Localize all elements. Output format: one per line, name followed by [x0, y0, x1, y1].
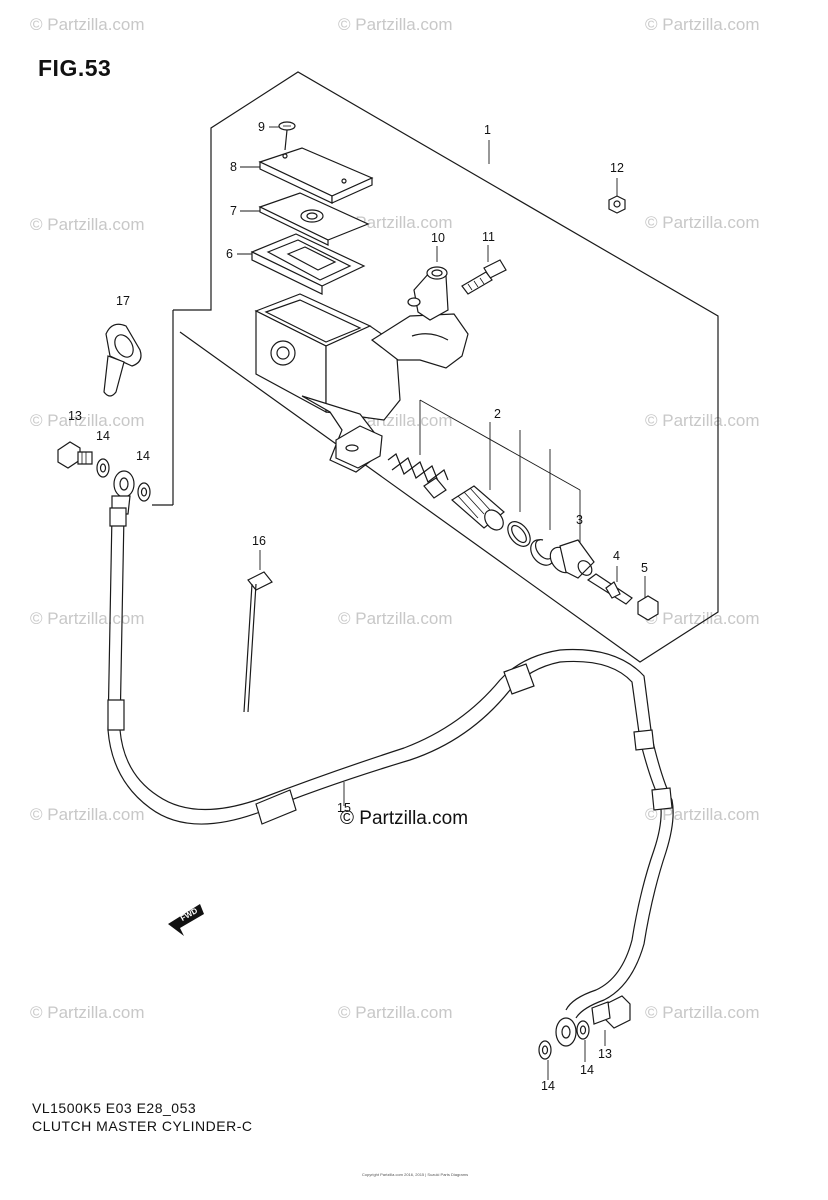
washer-part-14-left-a: [96, 458, 110, 478]
callout-9: 9: [258, 120, 265, 134]
callout-13: 13: [598, 1047, 612, 1061]
watermark-text: © Partzilla.com: [338, 15, 453, 34]
watermark-text: © Partzilla.com: [30, 1003, 145, 1022]
watermark-text: © Partzilla.com: [645, 213, 760, 232]
callout-16: 16: [252, 534, 266, 548]
callout-14: 14: [541, 1079, 555, 1093]
watermark-text: © Partzilla.com: [30, 15, 145, 34]
watermark-text: © Partzilla.com: [338, 609, 453, 628]
watermark-text: © Partzilla.com: [30, 609, 145, 628]
boot-part-3: [549, 539, 595, 579]
callout-10: 10: [431, 231, 445, 245]
piston-cup: [451, 485, 505, 531]
callout-14: 14: [96, 429, 110, 443]
callout-7: 7: [230, 204, 237, 218]
watermark-text: © Partzilla.com: [645, 15, 760, 34]
forward-arrow-icon: FWD: [168, 904, 204, 936]
model-code: VL1500K5 E03 E28_053: [32, 1100, 197, 1116]
figure-title: FIG.53: [38, 55, 112, 81]
watermark-text: © Partzilla.com: [338, 213, 453, 232]
callout-12: 12: [610, 161, 624, 175]
push-rod-part-4: [586, 573, 633, 605]
washer-part-14-right-b: [538, 1040, 552, 1080]
callout-11: 11: [482, 230, 495, 244]
callout-13: 13: [68, 409, 82, 423]
callout-5: 5: [641, 561, 648, 575]
piston-spring: [387, 453, 449, 499]
assembly-box: [152, 71, 719, 663]
fine-print: Copyright Partzilla.com 2016, 2015 | Suz…: [361, 1172, 469, 1177]
screw-part-9: [278, 121, 296, 151]
callout-8: 8: [230, 160, 237, 174]
union-bolt-part-13-left: [57, 441, 93, 469]
callout-6: 6: [226, 247, 233, 261]
o-ring: [507, 521, 531, 547]
nut-part-12: [608, 195, 626, 214]
union-bolt-part-13-right: [591, 995, 631, 1046]
callout-3: 3: [576, 513, 583, 527]
bolt-part-11: [461, 259, 507, 295]
master-cylinder-body: [254, 266, 469, 473]
watermark-text: © Partzilla.com: [645, 411, 760, 430]
washer-part-14-left-b: [137, 482, 151, 502]
callout-15: 15: [337, 801, 351, 815]
banjo-fitting-right: [555, 1017, 577, 1047]
callout-14: 14: [136, 449, 150, 463]
callout-4: 4: [613, 549, 620, 563]
watermark-text: © Partzilla.com: [30, 215, 145, 234]
watermark-text: © Partzilla.com: [30, 805, 145, 824]
diaphragm-part-6: [250, 233, 366, 295]
callout-14: 14: [580, 1063, 594, 1077]
callout-1: 1: [484, 123, 491, 137]
brand-mark: © Partzilla.com: [340, 808, 469, 829]
watermark-text: © Partzilla.com: [645, 1003, 760, 1022]
diagram-caption: CLUTCH MASTER CYLINDER-C: [32, 1118, 253, 1134]
banjo-fitting: [111, 470, 135, 515]
callout-2: 2: [494, 407, 501, 421]
diaphragm-plate-part-7: [258, 192, 370, 246]
clutch-hose-part-15: [107, 507, 674, 1019]
watermark-text: © Partzilla.com: [645, 609, 760, 628]
watermark-text: © Partzilla.com: [338, 1003, 453, 1022]
reservoir-cap-part-8: [258, 147, 374, 204]
nut-part-5: [637, 595, 659, 621]
cable-tie-part-16: [243, 571, 273, 713]
callout-17: 17: [116, 294, 130, 308]
rubber-boot-part-17: [103, 323, 142, 397]
watermark-layer: © Partzilla.com © Partzilla.com © Partzill…: [30, 15, 760, 1022]
watermark-text: © Partzilla.com: [30, 411, 145, 430]
washer-part-14-right-a: [576, 1020, 590, 1062]
